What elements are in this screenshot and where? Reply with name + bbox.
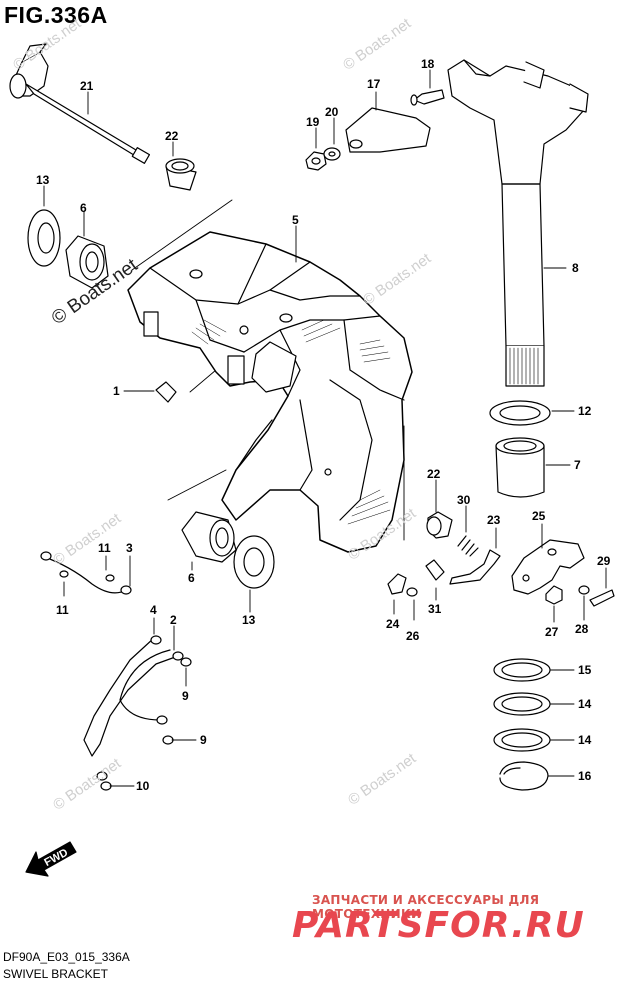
figure-code: DF90A_E03_015_336A bbox=[3, 950, 130, 964]
callout-9-lower: 9 bbox=[200, 733, 207, 747]
part-6-lower-bushing bbox=[181, 511, 237, 563]
callout-2: 2 bbox=[170, 613, 177, 627]
part-5-swivel-bracket bbox=[127, 231, 413, 553]
callout-15: 15 bbox=[578, 663, 592, 677]
part-13-lower-washer bbox=[233, 535, 275, 589]
advert-caption: ЗАПЧАСТИ И АКСЕССУАРЫ ДЛЯ МОТОТЕХНИКИ bbox=[312, 893, 540, 921]
part-6-upper-bushing bbox=[65, 235, 109, 289]
fwd-label: FWD bbox=[42, 847, 70, 869]
callout-27: 27 bbox=[545, 625, 559, 639]
callout-4: 4 bbox=[150, 603, 157, 617]
callout-13: 13 bbox=[36, 173, 50, 187]
callout-11: 11 bbox=[98, 541, 111, 555]
part-22-upper-bushing bbox=[165, 158, 197, 191]
callout-1: 1 bbox=[113, 384, 120, 398]
callout-16: 16 bbox=[578, 769, 592, 783]
part-24-clip bbox=[387, 573, 407, 595]
leader-lines bbox=[43, 69, 607, 787]
part-14-lower-washer bbox=[493, 728, 551, 752]
callout-6-lower: 6 bbox=[188, 571, 195, 585]
part-14-upper-washer bbox=[493, 692, 551, 716]
callout-29: 29 bbox=[597, 554, 611, 568]
part-7-bushing bbox=[495, 437, 545, 498]
callout-3: 3 bbox=[126, 541, 133, 555]
part-25-tilt-lock-plate bbox=[511, 539, 585, 595]
part-15-washer bbox=[493, 658, 551, 682]
callout-28: 28 bbox=[575, 622, 589, 636]
part-20-washer bbox=[323, 147, 341, 161]
part-18-grease-nipple bbox=[410, 89, 445, 106]
part-30-spring bbox=[457, 535, 479, 557]
callout-20: 20 bbox=[325, 105, 339, 119]
callout-5: 5 bbox=[292, 213, 299, 227]
callout-7: 7 bbox=[574, 458, 581, 472]
callout-17: 17 bbox=[367, 77, 381, 91]
callout-30: 30 bbox=[457, 493, 471, 507]
part-22-lower-bushing bbox=[426, 511, 453, 539]
fwd-arrow-icon: FWD bbox=[25, 841, 77, 877]
part-3-ground-wire bbox=[40, 551, 132, 595]
callout-10: 10 bbox=[136, 779, 150, 793]
callout-14: 14 bbox=[578, 697, 592, 711]
part-4-ground-cable bbox=[83, 635, 184, 781]
advert-logo: PARTSFOR.RU bbox=[292, 905, 585, 946]
callout-8: 8 bbox=[572, 261, 579, 275]
part-29-cotter-pin bbox=[589, 589, 615, 607]
part-28-washer bbox=[578, 585, 590, 595]
callout-19: 19 bbox=[306, 115, 320, 129]
callout-31: 31 bbox=[428, 602, 442, 616]
callout-14-lower: 14 bbox=[578, 733, 592, 747]
figure-name: SWIVEL BRACKET bbox=[3, 967, 108, 981]
callout-6: 6 bbox=[80, 201, 87, 215]
part-12-washer bbox=[489, 400, 551, 426]
part-21-tilt-shaft bbox=[9, 43, 151, 164]
callout-9: 9 bbox=[182, 689, 189, 703]
part-23-lock-lever bbox=[425, 549, 501, 585]
callout-labels: 21 22 13 6 5 17 18 19 20 8 1 12 7 22 30 … bbox=[36, 57, 611, 793]
callout-22: 22 bbox=[165, 129, 179, 143]
figure-title: FIG.336A bbox=[4, 2, 108, 28]
part-13-upper-washer bbox=[27, 209, 61, 267]
part-16-circlip bbox=[499, 761, 549, 791]
callout-25: 25 bbox=[532, 509, 546, 523]
part-27-nut bbox=[545, 585, 563, 605]
callout-22-lower: 22 bbox=[427, 467, 441, 481]
callout-18: 18 bbox=[421, 57, 435, 71]
callout-21: 21 bbox=[80, 79, 94, 93]
part-19-nut bbox=[305, 151, 327, 171]
callout-24: 24 bbox=[386, 617, 400, 631]
callout-13-lower: 13 bbox=[242, 613, 256, 627]
part-8-steering-shaft bbox=[447, 59, 589, 387]
part-26-screw bbox=[406, 587, 418, 597]
part-1-bolt bbox=[155, 381, 177, 403]
callout-12: 12 bbox=[578, 404, 592, 418]
callout-11-lower: 11 bbox=[56, 603, 69, 617]
callout-23: 23 bbox=[487, 513, 501, 527]
part-17-bracket-plate bbox=[345, 107, 431, 153]
callout-26: 26 bbox=[406, 629, 420, 643]
